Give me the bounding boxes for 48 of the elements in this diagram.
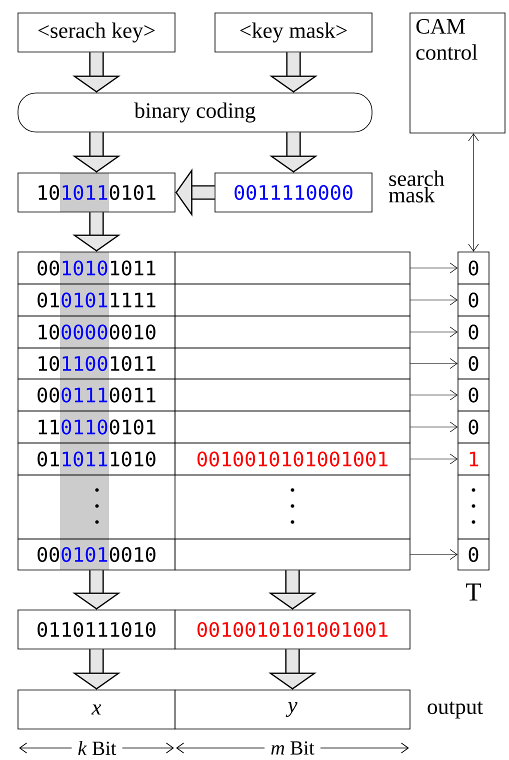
- row-label: output: [428, 701, 483, 719]
- flag-cell: 0: [458, 284, 490, 316]
- dimension-label: k Bit: [72, 740, 122, 756]
- flag-cell: 0: [458, 316, 490, 348]
- arrow: [410, 262, 458, 274]
- table-cell: 1101100101: [18, 410, 176, 444]
- arrow: [410, 358, 458, 369]
- table-cell: [174, 284, 410, 316]
- arrow: [468, 133, 479, 252]
- table-cell: 0010010101001001: [174, 442, 410, 476]
- arrow: [410, 390, 458, 400]
- table-cell: [174, 538, 410, 570]
- output-cell: y: [174, 690, 410, 730]
- control-box: CAM control: [410, 12, 506, 134]
- table-cell: 00 1010 1011: [18, 252, 176, 284]
- flag-cell: 0: [458, 252, 490, 284]
- table-cell: 010101 1111: [18, 284, 176, 316]
- process-box: binary coding: [18, 92, 372, 132]
- flag-cell: 0: [458, 538, 490, 570]
- column-label: T: [466, 583, 481, 601]
- table-cell: [174, 410, 410, 444]
- arrow: [410, 422, 458, 432]
- arrow: [410, 294, 458, 306]
- table-cell: 0001110011: [18, 378, 176, 412]
- arrow: [410, 549, 458, 560]
- flag-cell: 0: [458, 348, 490, 380]
- table-cell: 0001010010: [18, 538, 176, 570]
- table-cell: [174, 378, 410, 412]
- output-cell: x: [18, 690, 176, 730]
- input-box: <key mask>: [214, 12, 372, 52]
- table-cell: 01 1011 1010: [18, 442, 176, 476]
- output-cell: 0010010101001001: [174, 610, 410, 650]
- input-box: <serach key>: [18, 12, 176, 52]
- flag-cell: 0: [458, 410, 490, 444]
- side-label: search mask: [388, 170, 444, 202]
- arrow: [410, 454, 458, 464]
- table-cell: [174, 252, 410, 284]
- flag-cell: 1: [458, 442, 490, 476]
- table-cell: 1000000010: [18, 316, 176, 348]
- register-cell: 10 10110101: [18, 172, 176, 212]
- flag-cell: 0: [458, 378, 490, 412]
- output-cell: 0110111010: [18, 610, 176, 650]
- register-cell: 0011110000: [214, 172, 372, 212]
- arrow: [410, 326, 458, 338]
- table-cell: [174, 316, 410, 348]
- dimension-label: m Bit: [264, 740, 320, 756]
- table-cell: 10 1100 1011: [18, 348, 176, 380]
- table-cell: [174, 348, 410, 380]
